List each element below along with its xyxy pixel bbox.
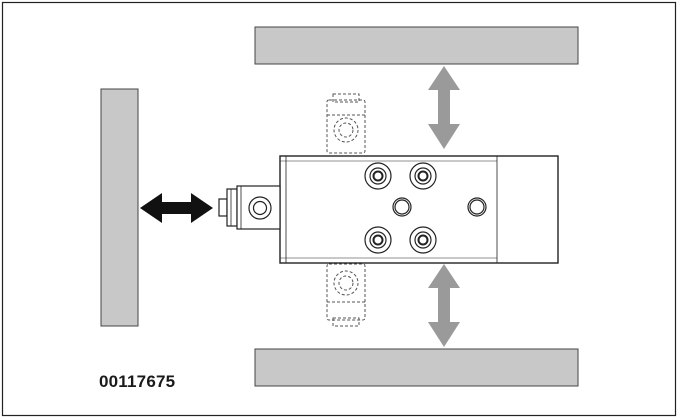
port-small bbox=[467, 197, 487, 217]
left-wall bbox=[100, 88, 139, 327]
bottom-clearance-arrow bbox=[428, 264, 460, 347]
top-clearance-arrow bbox=[428, 66, 460, 149]
port-large bbox=[409, 162, 437, 190]
phantom-component-top bbox=[326, 93, 366, 154]
left-clearance-arrow bbox=[140, 193, 213, 223]
port-small bbox=[392, 197, 412, 217]
bottom-wall bbox=[254, 348, 579, 387]
side-fitting bbox=[218, 185, 281, 230]
top-wall bbox=[254, 26, 579, 65]
phantom-component-bottom bbox=[326, 263, 366, 327]
port-large bbox=[409, 226, 437, 254]
port-large bbox=[364, 162, 392, 190]
figure-id-label: 00117675 bbox=[99, 372, 176, 391]
port-large bbox=[364, 226, 392, 254]
